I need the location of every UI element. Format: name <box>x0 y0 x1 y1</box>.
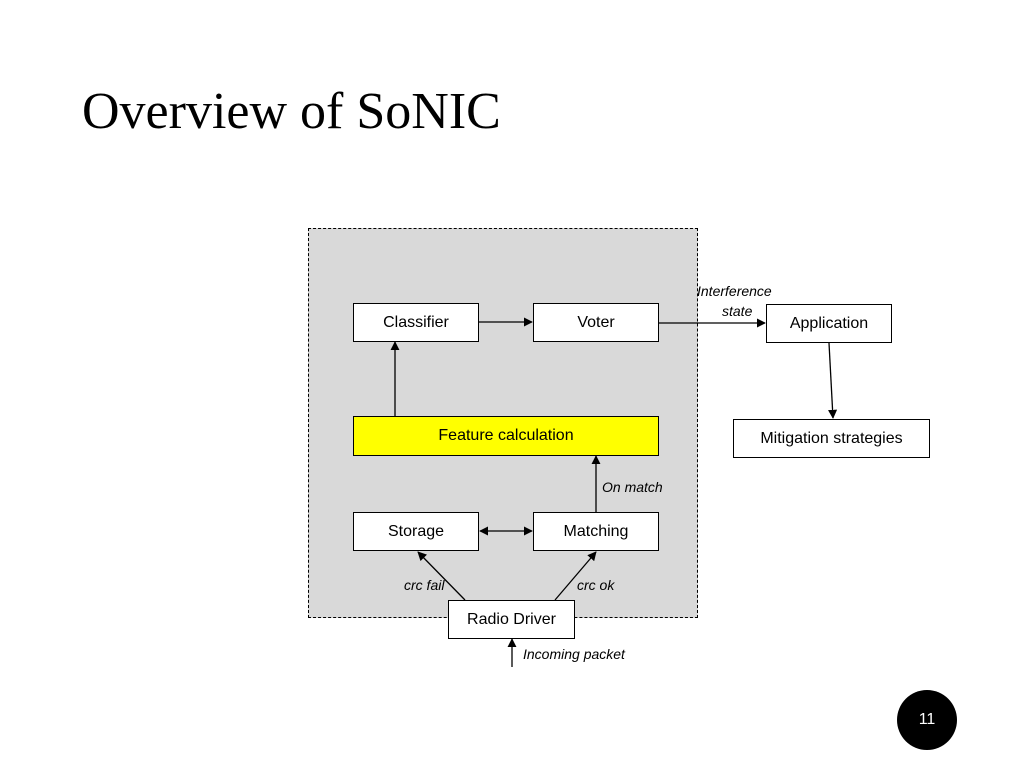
feature-calculation-node: Feature calculation <box>353 416 659 456</box>
voter-node: Voter <box>533 303 659 342</box>
interference-label-line1: Interference <box>697 283 772 299</box>
crc-fail-label: crc fail <box>404 577 445 593</box>
slide-title: Overview of SoNIC <box>82 83 501 140</box>
application-node: Application <box>766 304 892 343</box>
radio-driver-node: Radio Driver <box>448 600 575 639</box>
storage-node: Storage <box>353 512 479 551</box>
crc-ok-label: crc ok <box>577 577 615 593</box>
arrow-driver-to-matching <box>554 551 597 601</box>
incoming-packet-label: Incoming packet <box>523 646 625 662</box>
on-match-label: On match <box>602 479 663 495</box>
matching-node: Matching <box>533 512 659 551</box>
classifier-node: Classifier <box>353 303 479 342</box>
page-number-badge: 11 <box>897 690 957 750</box>
mitigation-strategies-node: Mitigation strategies <box>733 419 930 458</box>
interference-label-line2: state <box>722 303 753 319</box>
arrow-application-to-mitigation <box>828 342 838 419</box>
arrow-driver-to-storage <box>417 551 466 601</box>
